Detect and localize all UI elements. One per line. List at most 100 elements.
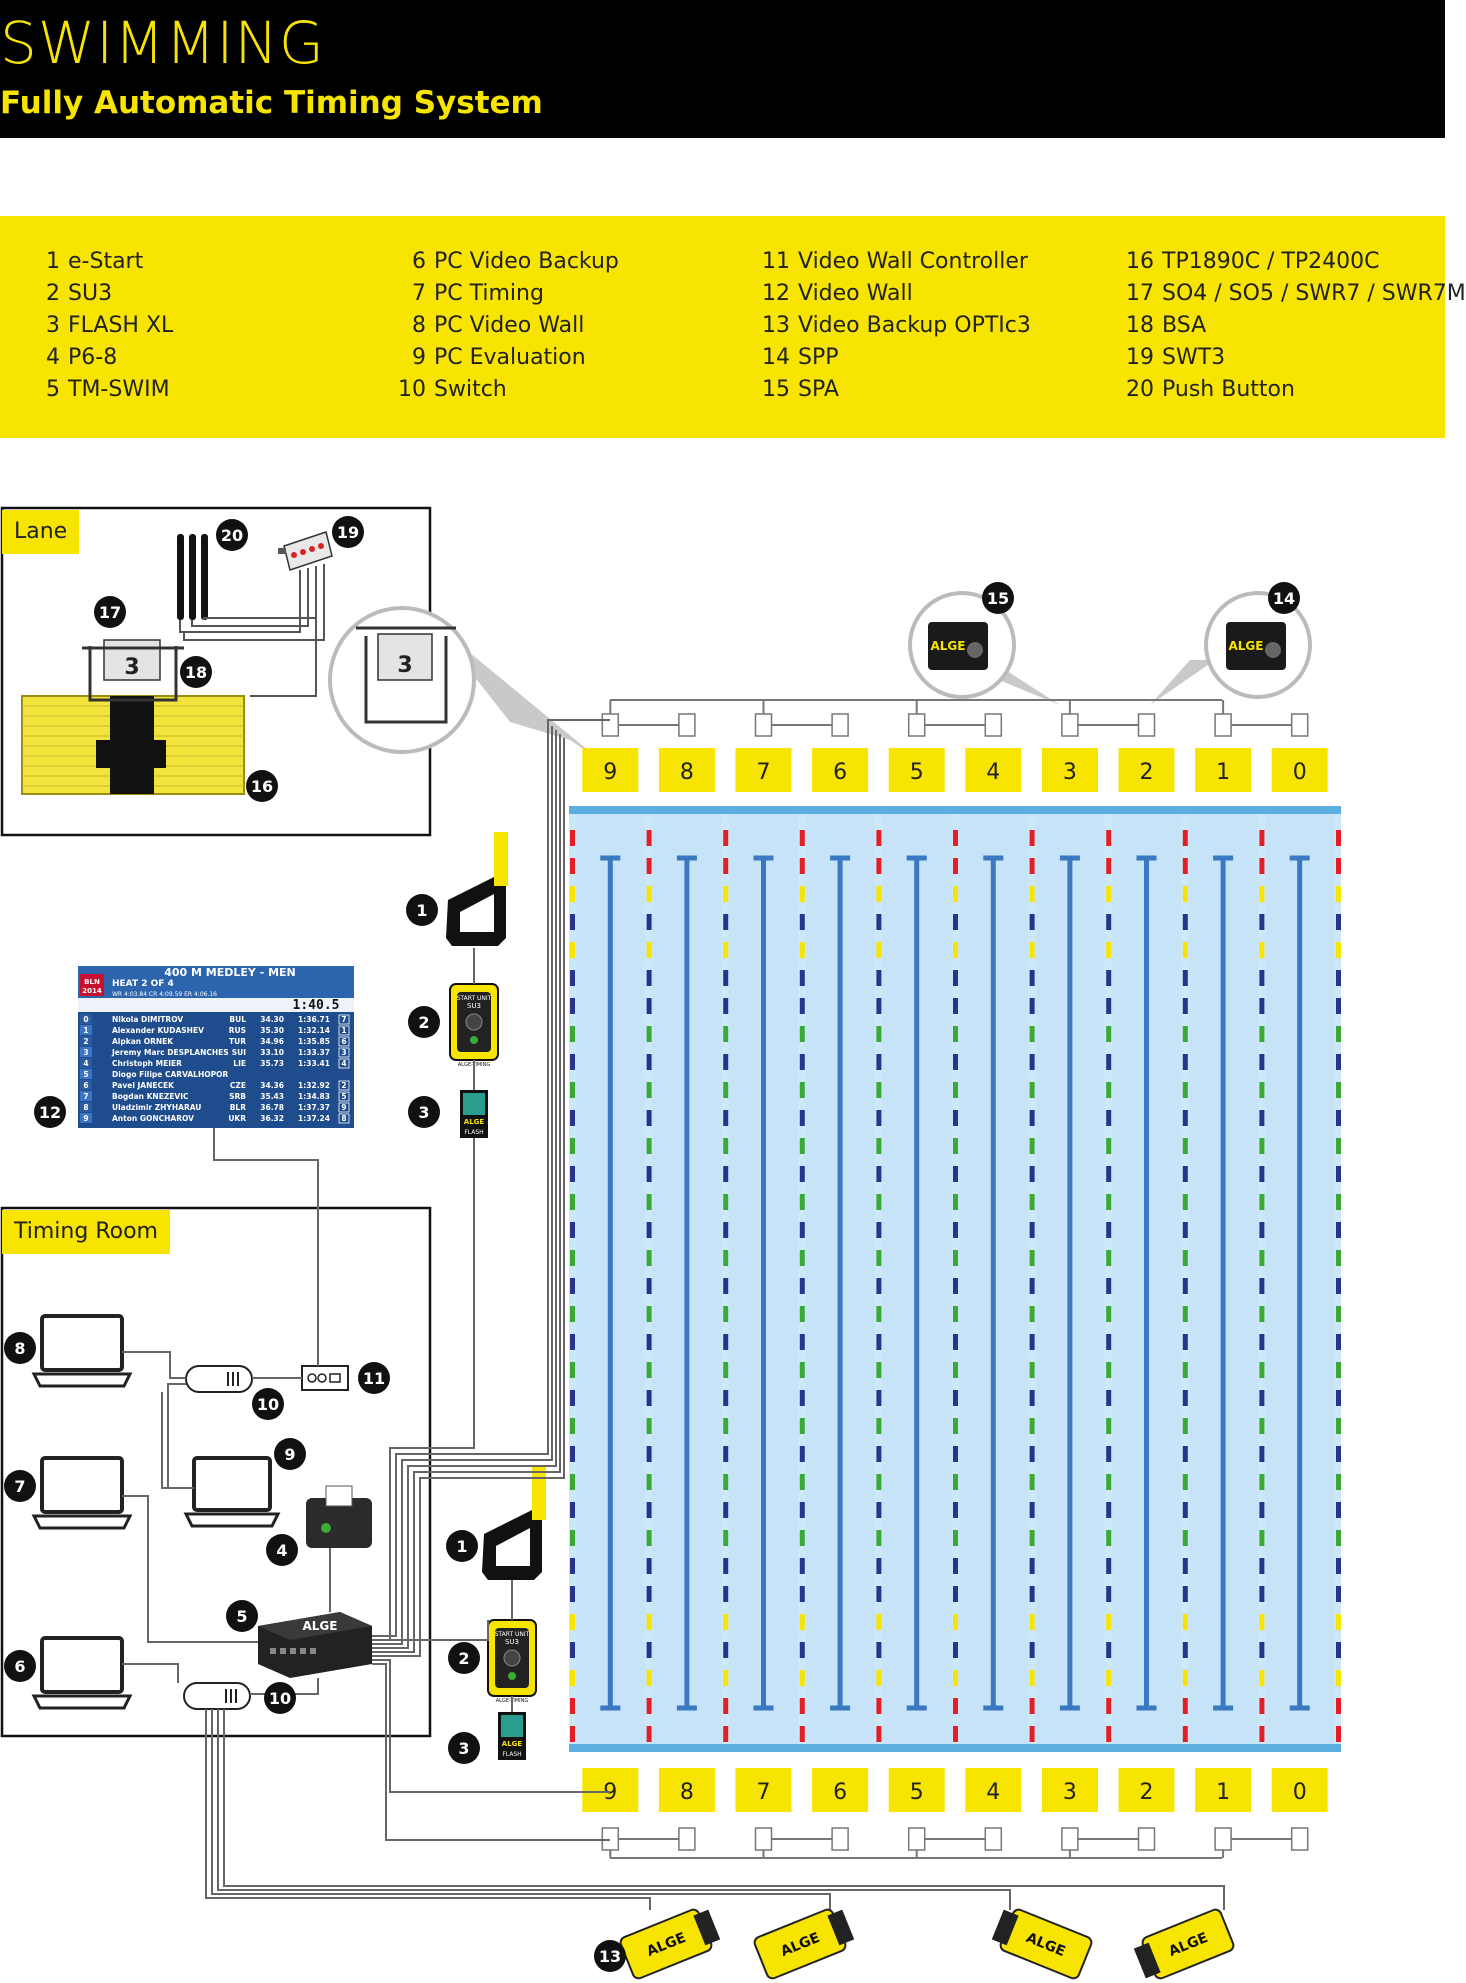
su3-bottom: START UNIT SU3 ALGE-TIMING bbox=[487, 1619, 537, 1704]
scoreboard-title: 400 M MEDLEY - MEN bbox=[164, 966, 296, 979]
video-backup-camera: ALGE bbox=[619, 1908, 721, 1980]
badge-video-wall: 12 bbox=[34, 1096, 66, 1128]
lane-rope bbox=[723, 830, 729, 1742]
svg-text:7: 7 bbox=[14, 1477, 25, 1496]
laptop-pc-video-wall bbox=[31, 1314, 133, 1388]
lane-number-box: 6 bbox=[812, 748, 869, 792]
svg-text:13: 13 bbox=[599, 1947, 621, 1966]
badge-estart-bottom: 1 bbox=[446, 1530, 478, 1562]
estart-top bbox=[446, 832, 508, 946]
touchpad-connector bbox=[1290, 713, 1309, 737]
scoreboard-cell-split: 34.30 bbox=[260, 1015, 284, 1024]
video-wall-controller bbox=[301, 1365, 349, 1391]
lane-number: 9 bbox=[603, 1780, 617, 1805]
badge-video-backup: 13 bbox=[594, 1940, 626, 1972]
lane-number-box: 0 bbox=[1271, 1768, 1328, 1812]
lane-number-box: 4 bbox=[965, 1768, 1022, 1812]
badge-controller: 11 bbox=[358, 1362, 390, 1394]
video-backup-camera: ALGE bbox=[991, 1908, 1093, 1980]
scoreboard-logo-top: BLN bbox=[84, 978, 100, 986]
lane-rope bbox=[1106, 830, 1112, 1742]
badge-push-button: 20 bbox=[216, 519, 248, 551]
svg-text:15: 15 bbox=[987, 589, 1009, 608]
lane-line bbox=[652, 812, 722, 1746]
lane-number-box: 4 bbox=[965, 748, 1022, 792]
spp-brand: ALGE bbox=[1229, 639, 1264, 653]
lane-line bbox=[1188, 812, 1258, 1746]
su3-top-model: SU3 bbox=[467, 1002, 481, 1010]
timing-room-label: Timing Room bbox=[2, 1210, 170, 1254]
badges: 20 19 17 18 16 15 14 1 2 3 1 2 3 12 8 11… bbox=[4, 516, 1300, 1972]
switch-top bbox=[185, 1365, 253, 1393]
su3-top-title: START UNIT bbox=[457, 995, 492, 1002]
svg-text:14: 14 bbox=[1273, 589, 1295, 608]
lane-number: 3 bbox=[1063, 760, 1077, 785]
lane-number-box: 0 bbox=[1271, 748, 1328, 792]
estart-bottom bbox=[482, 1466, 546, 1580]
scoreboard-cell-place: 3 bbox=[341, 1048, 346, 1057]
lane-number: 1 bbox=[1216, 760, 1230, 785]
scoreboard-cell-time: 1:37.24 bbox=[298, 1114, 330, 1123]
scoreboard-cell-nat: BLR bbox=[230, 1103, 246, 1112]
lane-rope bbox=[570, 830, 575, 1742]
touchpad-connector bbox=[1137, 1827, 1156, 1851]
lane-number: 2 bbox=[1140, 1780, 1154, 1805]
flash-top-label: FLASH bbox=[464, 1129, 483, 1136]
scoreboard-cell-time: 1:34.83 bbox=[298, 1092, 330, 1101]
lane-number-box: 1 bbox=[1195, 748, 1252, 792]
touchpad-connector bbox=[1061, 700, 1139, 737]
lane-rope bbox=[953, 830, 958, 1742]
badge-su3-top: 2 bbox=[408, 1006, 440, 1038]
lane-rope bbox=[646, 830, 652, 1742]
lane-number-box: 7 bbox=[735, 748, 792, 792]
lane-rope bbox=[876, 830, 882, 1742]
svg-text:1: 1 bbox=[456, 1537, 467, 1556]
badge-pc-evaluation: 9 bbox=[274, 1438, 306, 1470]
scoreboard-cell-lane: 8 bbox=[83, 1103, 88, 1112]
lane-line bbox=[576, 812, 645, 1746]
badge-swt3: 19 bbox=[332, 516, 364, 548]
room-cables bbox=[122, 719, 1225, 1910]
touchpad-connector bbox=[907, 1827, 986, 1858]
badge-tm-swim: 5 bbox=[226, 1600, 258, 1632]
scoreboard-cell-place: 5 bbox=[341, 1092, 346, 1101]
scoreboard-cell-name: Pavel JANECEK bbox=[112, 1081, 175, 1090]
lane-number-box: 7 bbox=[735, 1768, 792, 1812]
lane-line bbox=[959, 812, 1028, 1746]
scoreboard-cell-time: 1:33.41 bbox=[298, 1059, 330, 1068]
scoreboard-cell-lane: 1 bbox=[83, 1026, 88, 1035]
video-backup-camera: ALGE bbox=[753, 1908, 855, 1980]
lane-number: 9 bbox=[603, 760, 617, 785]
svg-text:10: 10 bbox=[257, 1395, 279, 1414]
touchpad-connector bbox=[601, 1827, 679, 1858]
spa-brand: ALGE bbox=[931, 639, 966, 653]
scoreboard-cell-place: 4 bbox=[341, 1059, 346, 1068]
pool-wall-top bbox=[569, 806, 1341, 814]
badge-su3-bottom: 2 bbox=[448, 1642, 480, 1674]
badge-spp: 14 bbox=[1268, 582, 1300, 614]
scoreboard-cell-nat: RUS bbox=[229, 1026, 246, 1035]
lane-number-box: 1 bbox=[1195, 1768, 1252, 1812]
touchpad-connector bbox=[984, 1827, 1003, 1851]
svg-text:19: 19 bbox=[337, 523, 359, 542]
scoreboard-cell-split: 36.32 bbox=[260, 1114, 284, 1123]
svg-text:2: 2 bbox=[418, 1013, 429, 1032]
scoreboard-cell-place: 1 bbox=[341, 1026, 346, 1035]
lane-number: 8 bbox=[680, 1780, 694, 1805]
